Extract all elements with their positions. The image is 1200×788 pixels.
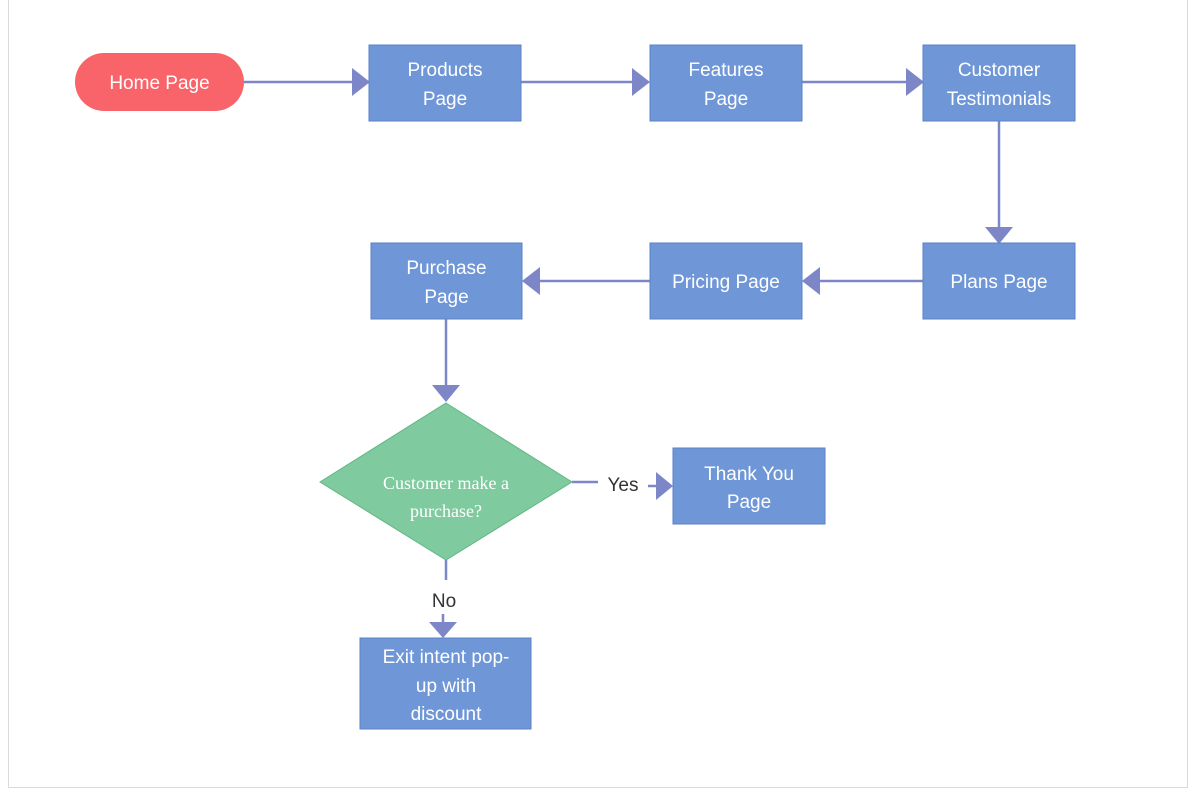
node-thank-you-page: Thank You Page [672, 447, 826, 525]
customer-testimonials-label-line1: Customer [958, 60, 1041, 81]
node-features-page: Features Page [649, 44, 803, 122]
home-page-label: Home Page [109, 73, 209, 94]
pricing-page-shape [649, 242, 803, 320]
products-page-shape [368, 44, 522, 122]
node-purchase-page: Purchase Page [370, 242, 523, 320]
customer-testimonials-label-line2: Testimonials [947, 89, 1052, 110]
arrow-testimonials-plans [985, 227, 1013, 244]
plans-page-label: Plans Page [950, 272, 1047, 293]
node-customer-testimonials: Customer Testimonials [922, 44, 1076, 122]
edge-label-no: No [432, 591, 456, 612]
node-purchase-decision: Customer make a purchase? [319, 402, 573, 561]
arrow-purchase-decision [432, 385, 460, 402]
arrow-features-testimonials [906, 68, 924, 96]
customer-testimonials-shape [922, 44, 1076, 122]
connectors [244, 68, 1013, 638]
pricing-page-label: Pricing Page [672, 272, 780, 293]
purchase-page-label-line2: Page [424, 287, 468, 308]
arrow-decision-thankyou [656, 472, 673, 500]
exit-intent-popup-label-line1: Exit intent pop- [383, 647, 510, 668]
thank-you-page-shape [672, 447, 826, 525]
node-plans-page: Plans Page [922, 242, 1076, 320]
products-page-label-line2: Page [423, 89, 467, 110]
exit-intent-popup-label-line2: up with [416, 676, 476, 697]
edge-label-yes: Yes [608, 475, 639, 496]
arrow-products-features [632, 68, 650, 96]
features-page-shape [649, 44, 803, 122]
purchase-decision-label-line1: Customer make a [383, 473, 509, 493]
arrow-home-products [352, 68, 370, 96]
thank-you-page-label-line1: Thank You [704, 464, 794, 485]
arrow-plans-pricing [802, 267, 820, 295]
purchase-page-label-line1: Purchase [406, 258, 486, 279]
purchase-page-shape [370, 242, 523, 320]
diagram-frame [8, 0, 1188, 788]
products-page-label-line1: Products [408, 60, 483, 81]
thank-you-page-label-line2: Page [727, 492, 771, 513]
exit-intent-popup-shape [359, 637, 532, 730]
arrow-decision-exit [429, 622, 457, 638]
node-exit-intent-popup: Exit intent pop- up with discount [359, 637, 532, 730]
purchase-decision-label-line2: purchase? [410, 501, 482, 521]
arrow-pricing-purchase [522, 267, 540, 295]
features-page-label-line1: Features [689, 60, 764, 81]
features-page-label-line2: Page [704, 89, 748, 110]
home-page-shape [75, 53, 244, 111]
plans-page-shape [922, 242, 1076, 320]
node-home-page: Home Page [75, 53, 244, 111]
exit-intent-popup-label-line3: discount [411, 704, 482, 725]
node-pricing-page: Pricing Page [649, 242, 803, 320]
purchase-decision-shape [319, 402, 573, 561]
node-products-page: Products Page [368, 44, 522, 122]
